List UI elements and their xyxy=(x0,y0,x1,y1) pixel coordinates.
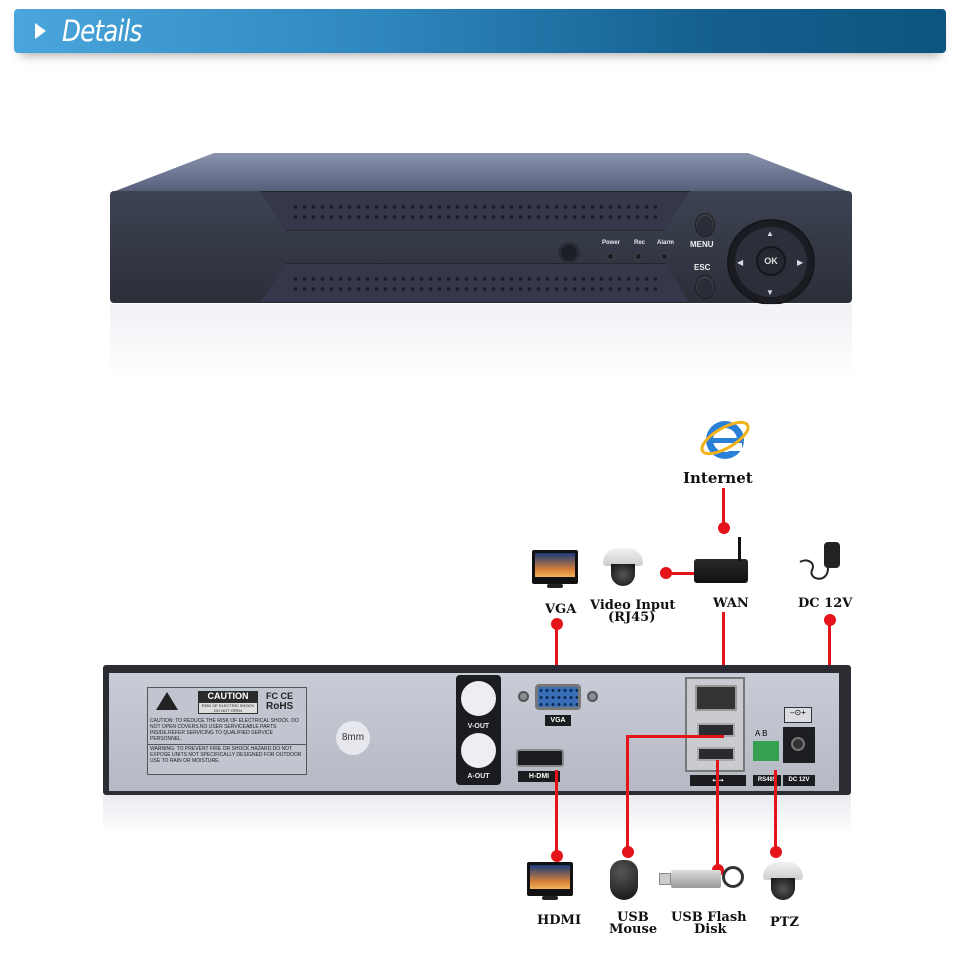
vent-grill-top xyxy=(260,191,690,231)
usb-flash-disk-icon xyxy=(659,870,721,888)
arrow-down-button[interactable]: ▼ xyxy=(766,288,774,297)
alarm-led xyxy=(661,253,668,260)
usb-flash-label-2: Disk xyxy=(694,922,727,937)
caution-title: CAUTION xyxy=(198,691,258,705)
ir-receiver-icon xyxy=(558,242,580,264)
rec-led xyxy=(635,253,642,260)
hdmi-label: HDMI xyxy=(537,913,582,928)
arrow-left-button[interactable]: ◀ xyxy=(737,258,744,267)
usb-mouse-label-1: USB xyxy=(617,910,649,925)
video-input-label: Video Input xyxy=(590,598,676,613)
rs485-ab-label: A B xyxy=(755,729,768,738)
usb-flash-label-1: USB Flash xyxy=(671,910,747,925)
rj45-port xyxy=(695,685,737,711)
screw-icon xyxy=(518,691,529,702)
vga-monitor-icon xyxy=(532,550,578,588)
caution-text: CAUTION: TO REDUCE THE RISK OF ELECTRICA… xyxy=(150,718,299,742)
led-label-power: Power xyxy=(602,240,621,246)
dvr-reflection xyxy=(110,304,852,380)
rear-reflection xyxy=(103,795,851,835)
mm-sticker: 8mm xyxy=(336,721,370,755)
hdmi-monitor-icon xyxy=(527,862,573,900)
screw-icon xyxy=(587,691,598,702)
esc-button[interactable] xyxy=(695,275,715,299)
caution-sub: RISK OF ELECTRIC SHOCK DO NOT OPEN xyxy=(198,702,258,714)
dvr-top-face xyxy=(110,153,852,193)
rs485-terminal xyxy=(753,741,779,761)
wire-hdmi xyxy=(555,770,558,860)
wire-ptz xyxy=(774,770,777,850)
wan-label: WAN xyxy=(713,596,749,611)
wire-dot xyxy=(622,846,634,858)
wire-camera-router xyxy=(666,572,696,575)
wire-usb-mouse xyxy=(626,735,629,850)
section-header: Details xyxy=(14,9,946,53)
menu-label: MENU xyxy=(690,240,714,249)
rs485-tag: RS485 xyxy=(753,775,781,786)
menu-button[interactable] xyxy=(695,213,715,237)
wire-dot xyxy=(770,846,782,858)
router-icon xyxy=(694,537,748,583)
led-label-rec: Rec xyxy=(634,240,646,246)
wire-usb-flash xyxy=(716,760,719,870)
power-led xyxy=(607,253,614,260)
av-out-block: V-OUT A-OUT xyxy=(456,675,501,785)
video-input-sublabel: (RJ45) xyxy=(608,610,656,625)
triangle-right-icon xyxy=(35,23,46,39)
hdmi-port xyxy=(516,749,564,767)
dome-camera-icon xyxy=(603,548,643,588)
a-out-label: A-OUT xyxy=(467,773,490,780)
dc-polarity-symbol: –⊙+ xyxy=(784,707,812,723)
dvr-rear-view: CAUTION RISK OF ELECTRIC SHOCK DO NOT OP… xyxy=(103,665,851,795)
keyring-icon xyxy=(722,866,744,888)
dc-jack xyxy=(783,727,815,763)
internet-explorer-icon xyxy=(700,420,750,459)
esc-label: ESC xyxy=(694,263,711,272)
rohs-mark: RoHS xyxy=(266,701,294,712)
caution-label: CAUTION RISK OF ELECTRIC SHOCK DO NOT OP… xyxy=(147,687,307,775)
usb-port-2 xyxy=(697,747,735,761)
vent-grill-bottom xyxy=(260,263,690,303)
hdmi-tag: H-DMI xyxy=(518,771,560,782)
ok-button[interactable]: OK xyxy=(756,246,786,276)
dc-12v-label: DC 12V xyxy=(798,596,853,611)
wire-internet-wan xyxy=(722,488,725,528)
dvr-front-view: Power Rec Alarm MENU ESC ▲ ▼ ◀ ▶ OK xyxy=(110,153,852,305)
v-out-port xyxy=(461,681,496,716)
section-title: Details xyxy=(62,14,142,48)
fcc-ce-mark: FC CE xyxy=(266,691,293,701)
wire-dot xyxy=(718,522,730,534)
vga-label: VGA xyxy=(545,602,577,617)
a-out-port xyxy=(461,733,496,768)
v-out-label: V-OUT xyxy=(467,723,490,730)
wire-vga xyxy=(555,622,558,687)
arrow-up-button[interactable]: ▲ xyxy=(766,229,774,238)
vga-tag: VGA xyxy=(545,715,571,726)
vga-port xyxy=(535,684,581,710)
wire-dot xyxy=(551,850,563,862)
usb-mouse-icon xyxy=(610,860,638,900)
usb-mouse-label-2: Mouse xyxy=(609,922,658,937)
wire-usb-mouse-h xyxy=(626,735,724,738)
ptz-camera-icon xyxy=(763,862,803,902)
ptz-label: PTZ xyxy=(770,915,799,930)
network-usb-block xyxy=(685,677,745,772)
led-label-alarm: Alarm xyxy=(657,240,675,246)
arrow-right-button[interactable]: ▶ xyxy=(797,258,804,267)
warning-text: WARNING: TO PREVENT FIRE OR SHOCK HAZARD… xyxy=(150,746,302,764)
warning-icon xyxy=(156,692,178,710)
dc-tag: DC 12V xyxy=(783,775,815,786)
internet-label: Internet xyxy=(683,469,753,487)
power-adapter-icon xyxy=(799,542,840,580)
navigation-dpad: ▲ ▼ ◀ ▶ OK xyxy=(727,219,815,305)
